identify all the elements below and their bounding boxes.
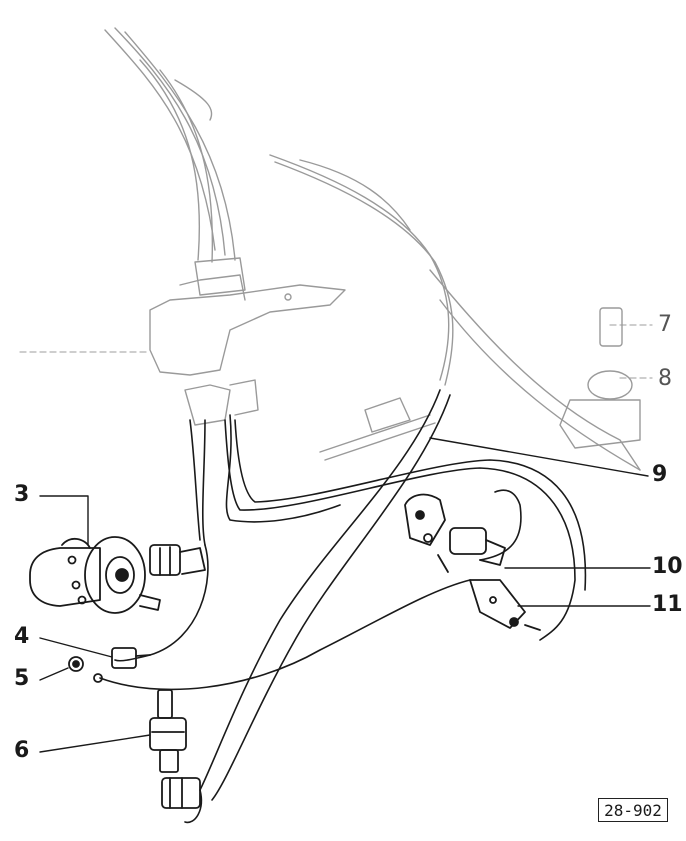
component-3-housing: [29, 536, 206, 614]
callout-8: 8: [658, 366, 672, 391]
mounting-bracket: [149, 257, 346, 426]
faint-leaders: [19, 324, 653, 379]
main-wiring: [99, 389, 587, 824]
component-5-nut: [68, 656, 103, 683]
callout-10: 10: [652, 554, 683, 579]
figure-reference-number: 28-902: [598, 798, 668, 822]
callout-leaders: [39, 437, 651, 753]
callout-5: 5: [14, 666, 30, 691]
callout-4: 4: [14, 624, 30, 649]
component-7-8: [319, 307, 641, 461]
component-4-sender: [111, 647, 151, 669]
callout-11: 11: [652, 592, 683, 617]
component-10-11-sensor: [404, 493, 541, 631]
callout-7: 7: [658, 312, 672, 337]
callout-3: 3: [14, 482, 30, 507]
upper-wiring-harness: [104, 27, 641, 471]
component-6-switch: [149, 689, 201, 809]
callout-6: 6: [14, 738, 30, 763]
callout-9: 9: [652, 462, 668, 487]
